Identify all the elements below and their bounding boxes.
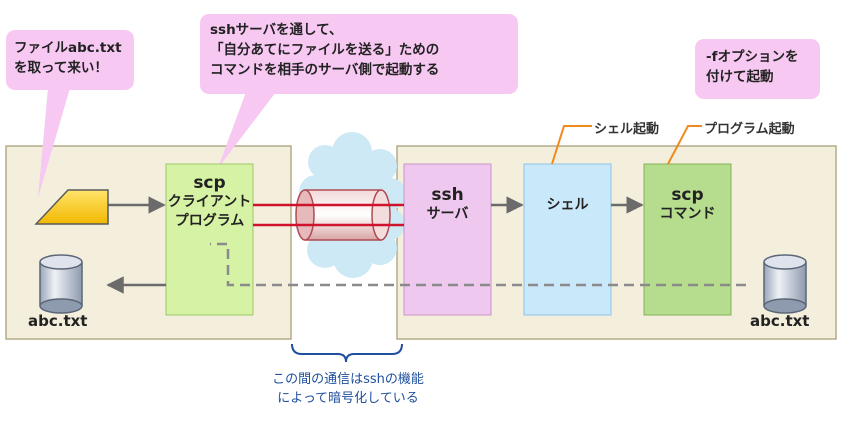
ssh-server-label-line-2: サーバ [426,206,469,222]
callout-right-bubble [695,39,820,99]
callout-center: sshサーバを通して、 「自分あてにファイルを送る」ための コマンドを相手のサー… [210,20,439,80]
encryption-note-line-1: この間の通信はsshの機能 [272,372,424,387]
scp-client-label-line-3: プログラム [174,213,245,229]
scp-command-label: scp コマンド [644,186,731,224]
callout-center-line-3: コマンドを相手のサーバ側で起動する [210,62,440,78]
callout-center-bubble [200,14,518,168]
shell-box [523,163,612,316]
local-file-name: abc.txt [28,312,88,330]
callout-left-line-1: ファイルabc.txt [14,40,122,56]
ssh-connection-lines [253,203,404,227]
callout-left: ファイルabc.txt を取って来い！ [14,38,122,78]
scp-command-label-line-1: scp [671,185,704,205]
request-document-icon [34,189,109,225]
callout-right: -fオプションを 付けて起動 [706,47,798,87]
encrypted-section-brace [291,343,403,363]
local-file-cylinder-icon [39,254,83,314]
encrypted-tunnel [295,189,391,241]
callout-center-line-2: 「自分あてにファイルを送る」ための [210,42,440,58]
remote-file-name: abc.txt [750,312,810,330]
scp-client-box [165,163,254,316]
shell-label: シェル [546,197,589,213]
remote-file-cylinder-icon [763,254,807,314]
ssh-server-box [403,163,492,316]
label-leaders [551,125,702,165]
shell-start-label: シェル起動 [594,122,660,137]
scp-command-box [643,163,732,316]
scp-client-label: scp クライアント プログラム [166,174,253,231]
ssh-server-label: ssh サーバ [404,186,491,224]
ssh-server-label-line-1: ssh [431,185,464,205]
flow-arrows [106,196,644,294]
file-transfer-path [210,242,746,287]
program-start-label: プログラム起動 [704,122,795,137]
encryption-note-line-2: によって暗号化している [277,391,419,406]
encryption-note: この間の通信はsshの機能 によって暗号化している [237,370,459,408]
callout-right-line-1: -fオプションを [706,49,799,65]
scp-client-label-line-2: クライアント [167,194,252,210]
callout-right-line-2: 付けて起動 [706,69,774,85]
callout-left-line-2: を取って来い！ [14,60,108,76]
callout-left-bubble [6,30,134,198]
callout-center-line-1: sshサーバを通して、 [210,22,343,38]
scp-command-label-line-2: コマンド [659,206,716,222]
scp-client-label-line-1: scp [193,173,226,193]
